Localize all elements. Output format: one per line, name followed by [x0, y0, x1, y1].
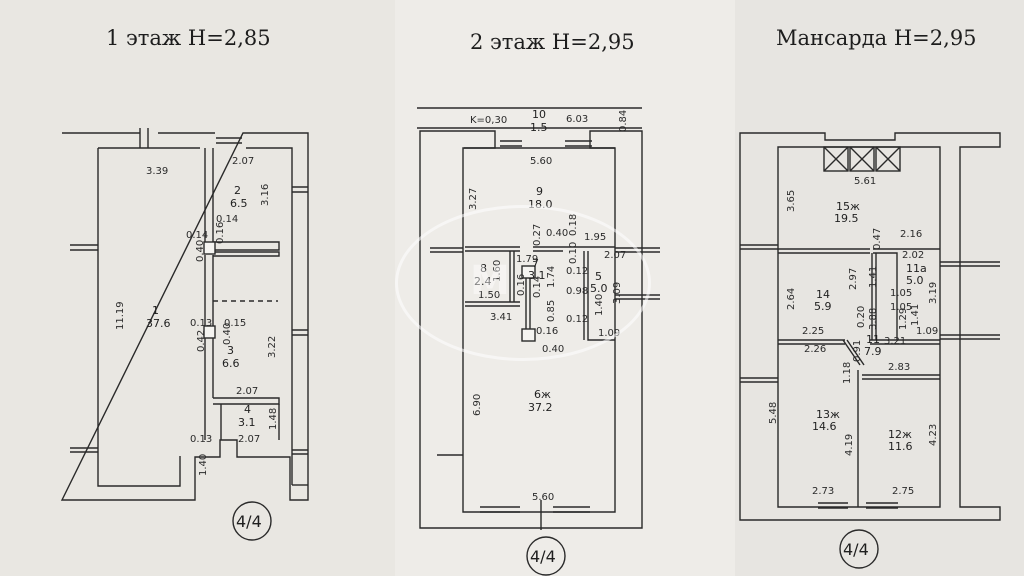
- sheet-marker-floor2: [526, 536, 566, 576]
- dim: 1.05: [890, 302, 912, 313]
- room-area: 19.5: [834, 212, 859, 225]
- dim: 3.16: [260, 184, 271, 206]
- sheet-label-attic: 4/4: [843, 540, 869, 559]
- room-number: 9: [536, 185, 543, 198]
- dim: 2.73: [812, 486, 834, 497]
- dim: 0.14: [216, 214, 238, 225]
- dim: 0.42: [196, 330, 207, 352]
- dim: 1.41: [868, 266, 879, 288]
- dim: 2.25: [802, 326, 824, 337]
- dim: 2.97: [848, 268, 859, 290]
- dim: 3.65: [786, 190, 797, 212]
- dim: 1.29: [898, 308, 909, 330]
- dim: 0.40: [195, 240, 206, 262]
- dim: 2.16: [900, 229, 922, 240]
- room-area: 3.1: [238, 416, 256, 429]
- dim: 2.07: [238, 434, 260, 445]
- dim: 5.60: [532, 492, 554, 503]
- dim: 6.90: [472, 394, 483, 416]
- room-area: 1.5: [530, 121, 548, 134]
- room-number: 4: [244, 403, 251, 416]
- dim: 0.13: [190, 318, 212, 329]
- room-number: 10: [532, 108, 546, 121]
- dim: 3.22: [267, 336, 278, 358]
- sheet-floor1: [0, 0, 395, 576]
- floor1-plan: [60, 128, 309, 501]
- dim: 0.40: [222, 323, 233, 345]
- attic-title: Мансарда H=2,95: [776, 26, 977, 50]
- dim: 0.84: [618, 110, 629, 132]
- room-number: 1: [152, 304, 159, 317]
- dim: 0.47: [872, 228, 883, 250]
- room-number: 14: [816, 288, 830, 301]
- dim: 2.26: [804, 344, 826, 355]
- sheet-marker-attic: [839, 529, 879, 569]
- dim: 4.19: [844, 434, 855, 456]
- sheet-marker-floor1: [232, 501, 272, 541]
- room-area: 37.2: [528, 401, 553, 414]
- dim: 1.40: [198, 454, 209, 476]
- dim: 0.20: [856, 306, 867, 328]
- floor1-labels: 1 37.6 2 6.5 3 6.6 4 3.1 3.39 2.07 3.16 …: [115, 156, 279, 476]
- dim: 5.48: [768, 402, 779, 424]
- sheet-attic: [735, 0, 1024, 576]
- room-number: 13ж: [816, 408, 840, 421]
- room-area: 5.0: [906, 274, 924, 287]
- dim: 0.16: [215, 222, 226, 244]
- room-area: 6.6: [222, 357, 240, 370]
- room-area: 37.6: [146, 317, 171, 330]
- floor2-title: 2 этаж H=2,95: [470, 30, 635, 54]
- room-number: 11а: [906, 262, 927, 275]
- floor1-title: 1 этаж H=2,85: [106, 26, 271, 50]
- dim: 0.91: [852, 340, 863, 362]
- dim: 0.15: [224, 318, 246, 329]
- dim: 4.23: [928, 424, 939, 446]
- dim: 11.19: [115, 301, 126, 330]
- room-number: 12ж: [888, 428, 912, 441]
- room-area: 7.9: [864, 345, 882, 358]
- dim: 3.21: [884, 336, 906, 347]
- watermark-logo: M: [470, 258, 510, 304]
- dim: 2.07: [236, 386, 258, 397]
- room-number: 11: [866, 333, 880, 346]
- dim: 5.60: [530, 156, 552, 167]
- dim: 2.02: [902, 250, 924, 261]
- dim: 1.18: [842, 362, 853, 384]
- room-area: 14.6: [812, 420, 837, 433]
- room-area: 11.6: [888, 440, 913, 453]
- room-number: 6ж: [534, 388, 551, 401]
- sheet-label-floor1: 4/4: [236, 512, 262, 531]
- room-area: 5.9: [814, 300, 832, 313]
- dim: 2.83: [888, 362, 910, 373]
- dim: 1.05: [890, 288, 912, 299]
- watermark-oval: [395, 205, 651, 361]
- dim: 0.13: [190, 434, 212, 445]
- dim: 2.07: [232, 156, 254, 167]
- room-number: 3: [227, 344, 234, 357]
- room-number: 2: [234, 184, 241, 197]
- room-area: 6.5: [230, 197, 248, 210]
- room-number: 15ж: [836, 200, 860, 213]
- dim: 2.64: [786, 288, 797, 310]
- dim: 1.41: [910, 304, 921, 326]
- dim: 6.03: [566, 114, 588, 125]
- dim: 5.61: [854, 176, 876, 187]
- dim: 2.75: [892, 486, 914, 497]
- dim: 3.19: [928, 282, 939, 304]
- dim: 3.27: [468, 188, 479, 210]
- dim: 1.48: [268, 408, 279, 430]
- k-label: K=0,30: [470, 115, 507, 126]
- sheet-label-floor2: 4/4: [530, 547, 556, 566]
- dim: 1.09: [916, 326, 938, 337]
- attic-labels: 15ж 19.5 11а 5.0 14 5.9 11 7.9 13ж 14.6 …: [768, 176, 939, 497]
- dim: 0.14: [186, 230, 208, 241]
- attic-plan: [739, 132, 1001, 521]
- dim: 3.88: [868, 308, 879, 330]
- dim: 3.39: [146, 166, 168, 177]
